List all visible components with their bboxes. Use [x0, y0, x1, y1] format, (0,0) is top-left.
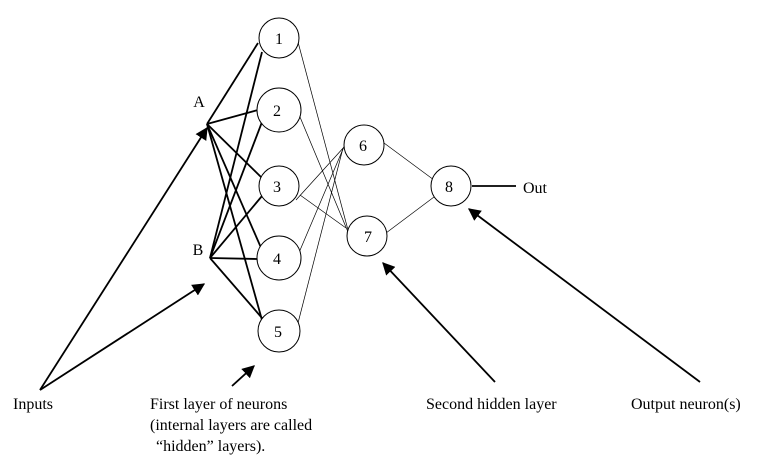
- edge-b-5: [209, 257, 263, 319]
- neuron-5: 5: [257, 309, 301, 353]
- neuron-4: 4: [256, 235, 302, 281]
- input-connections: [206, 42, 263, 321]
- neuron-2-label: 2: [273, 103, 281, 120]
- neuron-8: 8: [430, 165, 472, 207]
- first-layer-caption-line-3: “hidden” layers).: [156, 438, 265, 455]
- first-layer-caption-line-1: First layer of neurons: [150, 396, 287, 413]
- neuron-3: 3: [258, 165, 300, 207]
- edge-7-8: [385, 196, 435, 234]
- edge-a-4: [206, 123, 263, 251]
- input-a-label: A: [193, 94, 205, 111]
- annotation-arrows: [39, 126, 701, 391]
- hidden-connections: [295, 41, 435, 324]
- output-caption: Output neuron(s): [631, 396, 741, 413]
- input-b-label: B: [193, 242, 204, 259]
- output-arrow: [467, 208, 701, 383]
- neuron-3-label: 3: [273, 179, 281, 196]
- neuron-1: 1: [258, 17, 300, 59]
- first-layer-caption-line-2: (internal layers are called: [150, 417, 312, 434]
- neuron-2: 2: [256, 87, 302, 133]
- edge-3-6: [295, 145, 346, 201]
- neuron-7-label: 7: [364, 229, 372, 246]
- edge-b-3: [209, 195, 263, 259]
- neuron-6-label: 6: [359, 138, 367, 155]
- edge-a-1: [206, 42, 259, 125]
- neuron-4-label: 4: [273, 251, 281, 268]
- edge-2-7: [299, 116, 349, 233]
- edge-3-7: [299, 194, 347, 229]
- inputs-arrow-b: [39, 283, 206, 391]
- neuron-7: 7: [346, 215, 388, 257]
- edge-1-7: [297, 41, 349, 231]
- edge-4-6: [297, 141, 347, 256]
- inputs-arrow-a: [39, 126, 208, 391]
- edge-a-3: [206, 123, 263, 179]
- first-layer-arrow: [231, 365, 255, 387]
- neuron-1-label: 1: [275, 31, 283, 48]
- neuron-8-label: 8: [445, 179, 453, 196]
- second-layer-arrow: [382, 262, 496, 383]
- second-layer-caption: Second hidden layer: [426, 396, 557, 413]
- edge-b-1: [209, 51, 263, 259]
- output-label: Out: [523, 180, 548, 197]
- edge-5-6: [297, 147, 344, 324]
- neuron-6: 6: [343, 124, 385, 166]
- edge-a-5: [206, 123, 263, 321]
- edge-b-4: [209, 257, 258, 260]
- inputs-caption: Inputs: [13, 396, 53, 413]
- edge-a-2: [206, 109, 259, 125]
- edge-6-8: [383, 142, 435, 181]
- edge-b-2: [209, 121, 263, 259]
- neuron-5-label: 5: [274, 324, 282, 341]
